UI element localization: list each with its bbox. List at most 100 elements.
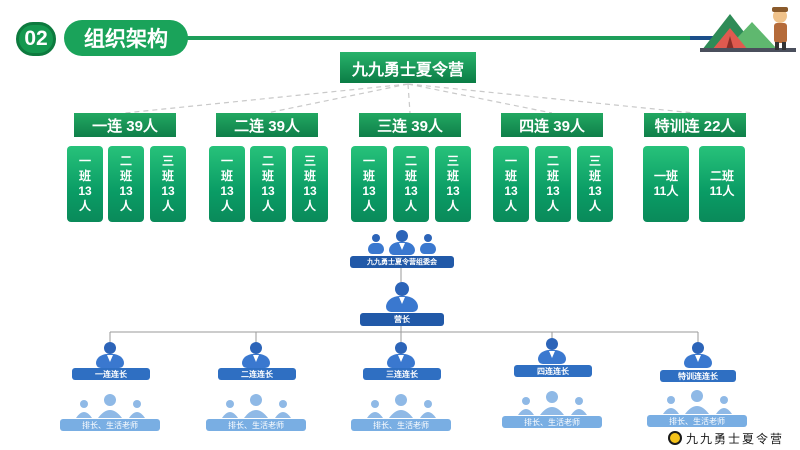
squad-label: 一	[362, 154, 375, 168]
leader-icon	[242, 342, 270, 368]
squad-label: 一	[78, 154, 91, 168]
squad-card: 三 班 13 人	[435, 146, 471, 222]
scout-head	[773, 9, 787, 23]
squad-label: 班	[362, 169, 375, 183]
squad-card: 二 班 13 人	[393, 146, 429, 222]
scout-leg	[775, 42, 779, 50]
squad-card: 三 班 13 人	[150, 146, 186, 222]
squad-count: 13	[119, 184, 133, 198]
staff-label: 排长、生活老师	[647, 415, 747, 427]
squad-label: 一	[504, 154, 517, 168]
squad-card: 二 班 13 人	[108, 146, 144, 222]
scout-body	[774, 23, 787, 43]
scout-leg	[782, 42, 786, 50]
squad-count: 13	[504, 184, 518, 198]
squad-card: 二 班 13 人	[250, 146, 286, 222]
squad-card: 一 班 13 人	[67, 146, 103, 222]
tent-door	[726, 36, 734, 50]
squad-label: 班	[220, 169, 233, 183]
staff-label: 排长、生活老师	[351, 419, 451, 431]
squad-count: 13	[588, 184, 602, 198]
squad-unit: 人	[588, 199, 601, 213]
squad-card: 三 班 13 人	[292, 146, 328, 222]
committee-label: 九九勇士夏令营组委会	[350, 256, 454, 268]
squad-unit: 人	[220, 199, 233, 213]
squad-unit: 人	[404, 199, 417, 213]
squad-card: 三 班 13 人	[577, 146, 613, 222]
squad-card: 一 班 13 人	[209, 146, 245, 222]
staff-group-5-icon	[663, 390, 732, 414]
company-3-leader-label: 三连连长	[363, 368, 441, 380]
commander-icon	[386, 282, 418, 312]
squad-label: 三	[446, 154, 459, 168]
squad-label: 班	[446, 169, 459, 183]
squad-count: 13	[446, 184, 460, 198]
leader-icon	[387, 342, 415, 368]
squad-count: 13	[220, 184, 234, 198]
header-rule	[170, 36, 700, 40]
company-3-header: 三连 39人	[359, 113, 461, 137]
squad-label: 班	[261, 169, 274, 183]
squad-label: 二	[261, 154, 274, 168]
squad-unit: 人	[546, 199, 559, 213]
squad-count: 13	[303, 184, 317, 198]
company-4-leader-label: 四连连长	[514, 365, 592, 377]
staff-group-3-icon	[367, 394, 436, 418]
squad-label: 班	[404, 169, 417, 183]
squad-count: 11人	[653, 184, 679, 198]
staff-group-4-icon	[518, 391, 587, 415]
staff-group-1-icon	[76, 394, 145, 418]
squad-count: 13	[362, 184, 376, 198]
squad-card: 一 班 13 人	[351, 146, 387, 222]
leader-icon	[538, 338, 566, 364]
squad-label: 班	[161, 169, 174, 183]
company-1-header: 一连 39人	[74, 113, 176, 137]
squad-unit: 人	[446, 199, 459, 213]
squad-card: 一 班 13 人	[493, 146, 529, 222]
commander-label: 营长	[360, 313, 444, 326]
squad-count: 11人	[709, 184, 735, 198]
leader-icon	[684, 342, 712, 368]
section-number: 02	[16, 22, 56, 56]
squad-count: 13	[78, 184, 92, 198]
company-1-leader-label: 一连连长	[72, 368, 150, 380]
ground	[700, 48, 796, 52]
squad-label: 班	[78, 169, 91, 183]
squad-unit: 人	[362, 199, 375, 213]
brand-text: 九九勇士夏令营	[686, 431, 785, 446]
squad-unit: 人	[161, 199, 174, 213]
squad-label: 三	[588, 154, 601, 168]
squad-card: 一班 11人	[643, 146, 689, 222]
squad-label: 班	[303, 169, 316, 183]
company-2-header: 二连 39人	[216, 113, 318, 137]
staff-group-2-icon	[222, 394, 291, 418]
squad-label: 班	[546, 169, 559, 183]
brand-mark: 九九勇士夏令营	[668, 430, 784, 446]
leader-icon	[96, 342, 124, 368]
squad-unit: 人	[303, 199, 316, 213]
squad-count: 13	[261, 184, 275, 198]
company-5-leader-label: 特训连连长	[660, 370, 736, 382]
squad-unit: 人	[119, 199, 132, 213]
squad-unit: 人	[504, 199, 517, 213]
squad-label: 二	[546, 154, 559, 168]
squad-label: 二班	[709, 169, 734, 183]
scout-hat	[772, 7, 788, 12]
header-rule-accent	[690, 36, 730, 40]
squad-count: 13	[404, 184, 418, 198]
squad-label: 一班	[653, 169, 678, 183]
squad-label: 二	[119, 154, 132, 168]
squad-label: 三	[303, 154, 316, 168]
squad-count: 13	[161, 184, 175, 198]
committee-member-icon	[420, 234, 436, 256]
staff-label: 排长、生活老师	[502, 416, 602, 428]
squad-label: 班	[119, 169, 132, 183]
brand-logo-icon	[668, 431, 682, 445]
squad-label: 三	[161, 154, 174, 168]
company-4-header: 四连 39人	[501, 113, 603, 137]
camp-scene-illustration	[700, 7, 796, 52]
squad-label: 一	[220, 154, 233, 168]
